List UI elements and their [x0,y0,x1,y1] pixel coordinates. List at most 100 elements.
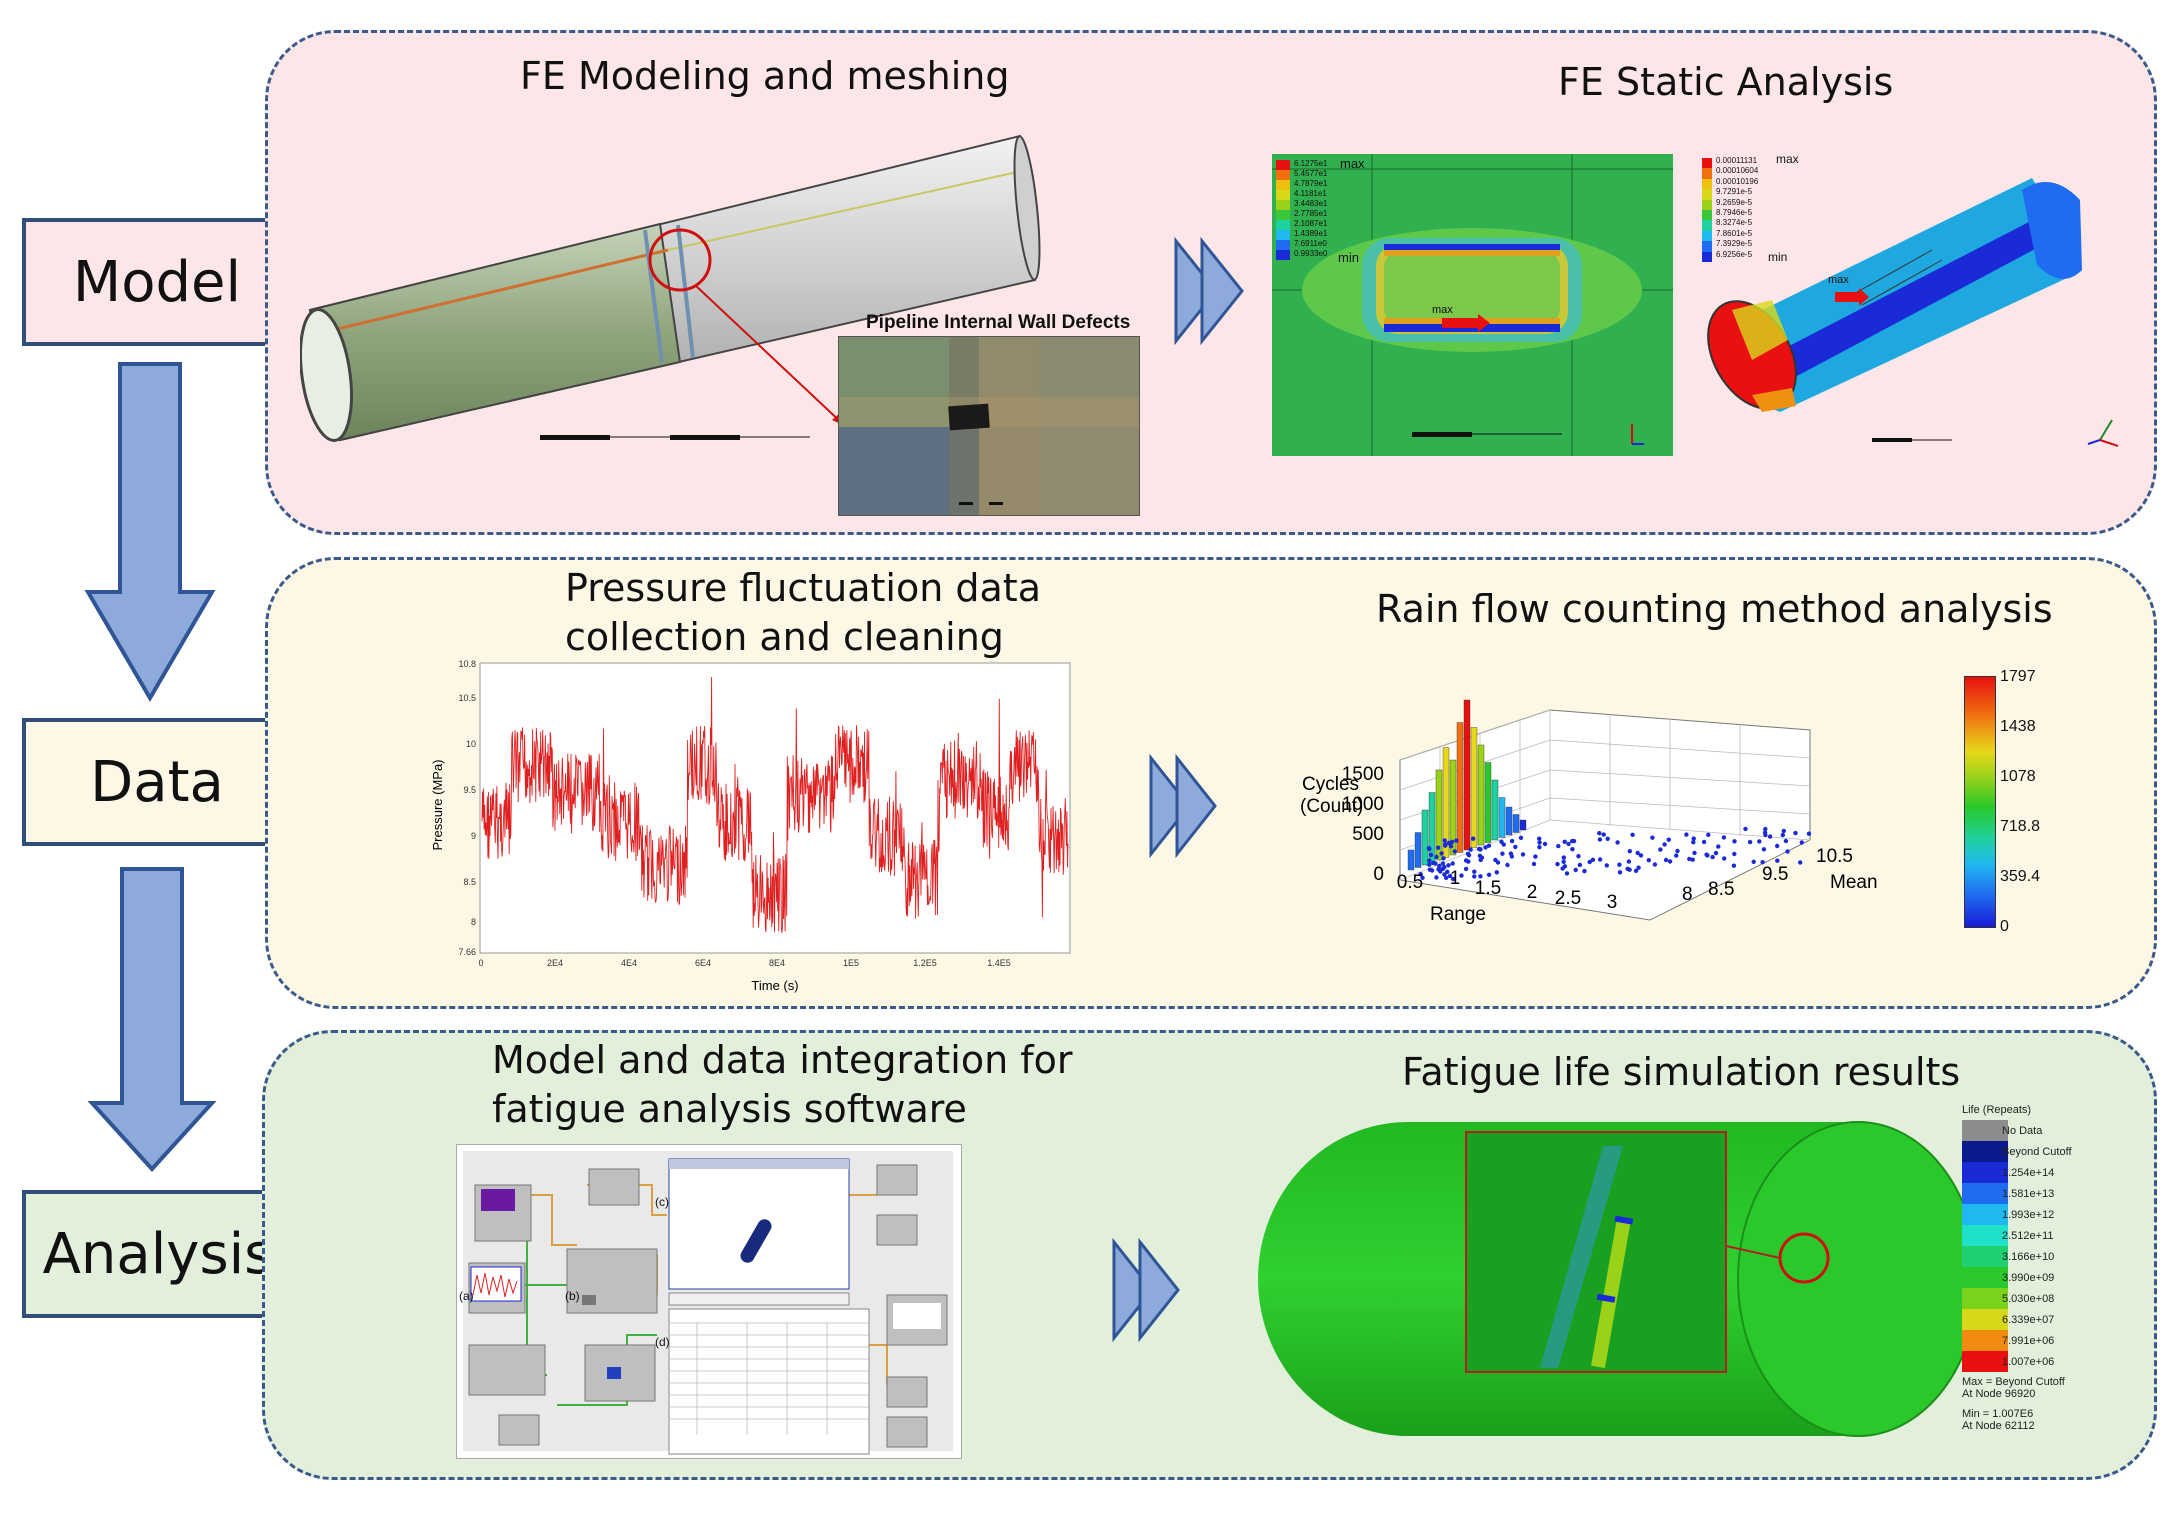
rainflow-point [1763,832,1768,838]
y-tick-top: 10.8 [458,659,476,669]
rainflow-point [1781,828,1786,834]
z-tick-3: 0 [1373,864,1384,885]
disp-val-6: 8.3274e-5 [1716,218,1753,228]
rainflow-point [1500,851,1505,856]
rainflow-point [1636,865,1641,870]
rainflow-point [1440,861,1446,866]
rainflow-point [1806,831,1812,836]
rainflow-point [1710,854,1715,860]
rainflow-bar [1442,747,1450,858]
fatigue-legend-entry: 3.990e+09 [1962,1267,2112,1288]
fatigue-legend-label: 7.991e+06 [2002,1334,2055,1347]
rainflow-point [1783,838,1789,844]
stage-data: Data [22,718,292,846]
rainflow-point [1442,872,1447,877]
range-tick-0: 0.5 [1397,872,1423,893]
fatigue-legend-entry: 1.993e+12 [1962,1204,2112,1225]
y-tick-3: 9 [471,831,476,841]
rainflow-point [1775,858,1780,863]
rainflow-point [1509,838,1515,844]
rainflow-point [1434,854,1439,860]
range-tick-3: 2 [1527,882,1538,903]
z-tick-1: 1000 [1342,794,1384,815]
rainflow-point [1459,873,1464,878]
rainflow-bars [1407,699,1527,871]
stage-data-label: Data [90,749,224,815]
rainflow-point [1427,858,1432,863]
pressure-title-line1: Pressure fluctuation data [565,566,1041,610]
y-tick-0: 10.5 [458,693,476,703]
rainflow-point [1597,831,1602,836]
rainflow-point [1537,836,1542,841]
rainflow-point [1561,859,1566,864]
mean-tick-1: 9.5 [1762,864,1788,885]
rainflow-point [1747,839,1753,845]
rainflow-bar [1470,727,1478,848]
fatigue-legend-entry: 3.166e+10 [1962,1246,2112,1267]
x-tick-1: 2E4 [547,958,563,968]
rainflow-point [1478,874,1483,879]
stress-max-label: max [1340,156,1365,171]
rainflow-point [1428,852,1434,858]
rainflow-point [1721,835,1727,840]
z-tick-0: 1500 [1342,764,1384,785]
fatigue-legend-swatch [1962,1162,2008,1183]
fatigue-legend-swatch [1962,1267,2008,1288]
stress-contour-plot: 6.1275e1 5.4577e1 4.7879e1 4.1181e1 3.44… [1272,154,1673,456]
pressure-x-ticks: 0 2E4 4E4 6E4 8E4 1E5 1.2E5 1.4E5 [478,958,1010,968]
stress-val-0: 6.1275e1 [1294,159,1328,168]
mean-tick-0: 10.5 [1816,846,1853,867]
rainflow-point [1626,859,1632,864]
rainflow-point [1690,857,1695,862]
rainflow-point [1483,845,1488,850]
mean-label: Mean [1830,872,1878,893]
stress-val-9: 0.9933e0 [1294,249,1328,258]
rainflow-bar [1414,832,1422,868]
y-tick-6: 7.66 [458,947,476,957]
rainflow-point [1590,857,1596,862]
stage-model-label: Model [72,249,242,315]
chevron-arrow-data [1149,753,1217,859]
rainflow-point [1692,850,1697,856]
fatigue-legend-entry: 2.512e+11 [1962,1225,2112,1246]
rainflow-point [1646,858,1651,863]
stress-val-7: 1.4389e1 [1294,229,1328,238]
fatigue-legend-entry: 5.030e+08 [1962,1288,2112,1309]
rainflow-point [1780,832,1785,838]
rainflow-point [1442,838,1447,843]
rainflow-point [1630,832,1635,837]
rainflow-point [1531,861,1537,867]
x-tick-7: 1.4E5 [987,958,1011,968]
pressure-signal [481,676,1069,933]
integration-title-line1: Model and data integration for [492,1038,1073,1082]
sw-label-a: (a) [459,1289,474,1303]
rainflow-point [1617,870,1623,875]
cbar-tick-2: 1078 [2000,768,2036,785]
rainflow-point [1441,856,1446,861]
rainflow-point [1705,853,1710,858]
rainflow-point [1450,876,1456,882]
rainflow-point [1418,872,1423,877]
rainflow-point [1662,842,1667,847]
rainflow-bar [1477,744,1485,846]
rainflow-point [1446,863,1451,868]
fatigue-max-line1: Max = Beyond Cutoff [1962,1376,2065,1388]
fatigue-legend-swatch [1962,1330,2008,1351]
fatigue-legend-label: 6.339e+07 [2002,1313,2055,1326]
fatigue-legend-label: Beyond Cutoff [2002,1145,2072,1158]
x-tick-0: 0 [478,958,483,968]
rainflow-bar [1407,849,1415,871]
pressure-title: Pressure fluctuation data collection and… [565,564,1041,661]
rainflow-point [1493,857,1498,863]
stress-legend-bar [1276,160,1290,260]
fatigue-legend-label: 3.166e+10 [2002,1250,2055,1263]
rainflow-point [1627,867,1632,872]
x-tick-6: 1.2E5 [913,958,937,968]
rainflow-point [1687,856,1692,862]
software-screenshot: (a) (b) (c) (d) [456,1144,962,1459]
rainflow-point [1799,840,1804,845]
fatigue-legend-swatch [1962,1204,2008,1225]
cbar-tick-5: 0 [2000,918,2009,935]
rainflow-point [1650,835,1655,840]
fatigue-legend-entry: 1.254e+14 [1962,1162,2112,1183]
